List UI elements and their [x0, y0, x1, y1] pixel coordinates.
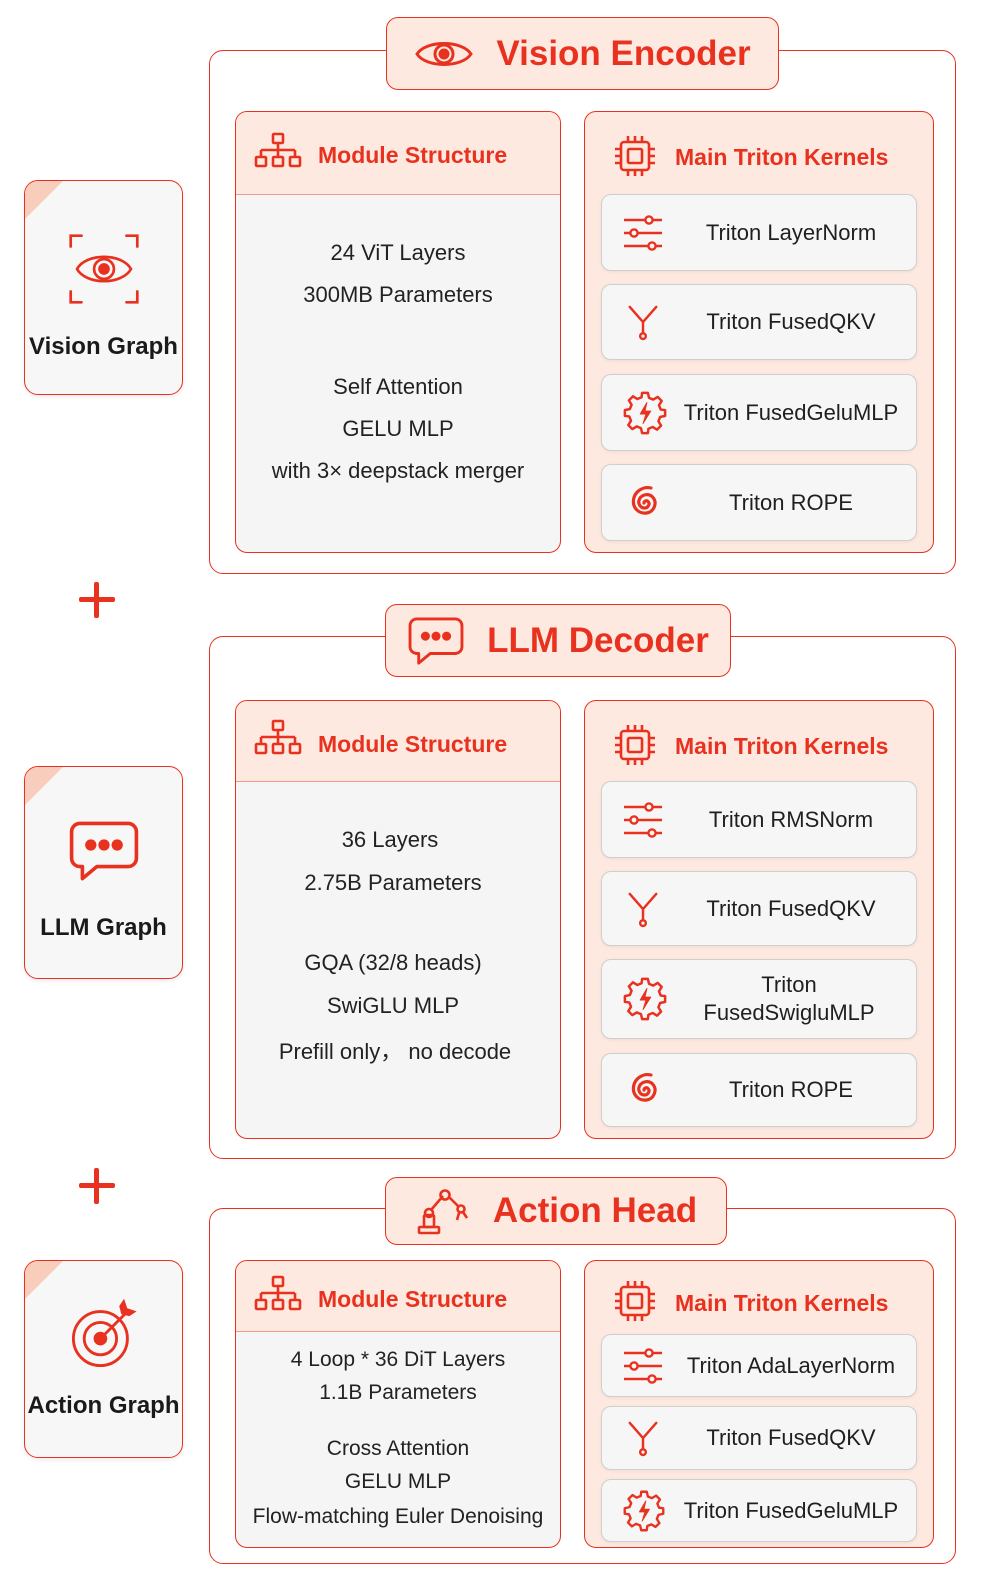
kernel-item: Triton LayerNorm — [601, 194, 917, 271]
gear-bolt-icon — [622, 1489, 666, 1533]
hierarchy-icon — [254, 130, 302, 174]
kernel-item: Triton RMSNorm — [601, 781, 917, 858]
llm-graph-label: LLM Graph — [40, 914, 167, 941]
panel-title: Main Triton Kernels — [675, 1290, 889, 1316]
module-line: Prefill only， no decode — [278, 1039, 512, 1064]
action-head-title: Action Head — [385, 1177, 727, 1245]
chat-bubble-icon — [407, 616, 465, 666]
module-structure-panel: Module Structure 24 ViT Layers 300MB Par… — [235, 111, 561, 553]
panel-title: Main Triton Kernels — [675, 144, 889, 170]
panel-header: Module Structure — [236, 1261, 560, 1332]
vision-graph-label: Vision Graph — [29, 333, 178, 360]
sliders-icon — [622, 1348, 664, 1384]
spiral-icon — [622, 1068, 666, 1112]
kernel-label: Triton AdaLayerNorm — [686, 1352, 896, 1378]
hierarchy-icon — [254, 717, 302, 761]
module-line: 4 Loop * 36 DiT Layers — [290, 1348, 506, 1371]
panel-header: Module Structure — [236, 701, 560, 782]
fork-icon — [626, 889, 660, 929]
kernel-label: Triton FusedSwigluMLP — [703, 972, 875, 1025]
kernel-label: Triton FusedQKV — [706, 1425, 876, 1450]
kernel-label: Triton FusedGeluMLP — [683, 399, 899, 425]
section-title-text: Action Head — [492, 1191, 698, 1230]
eye-scan-icon — [68, 233, 140, 305]
kernel-label: Triton FusedGeluMLP — [683, 1497, 899, 1523]
spiral-icon — [622, 481, 666, 525]
card-corner — [25, 1261, 63, 1299]
panel-header: Module Structure — [236, 112, 560, 195]
kernels-panel: Main Triton Kernels Triton LayerNorm Tri… — [584, 111, 934, 553]
card-corner — [25, 767, 63, 805]
llm-graph-card: LLM Graph — [24, 766, 183, 979]
module-line: 2.75B Parameters — [304, 870, 482, 895]
sliders-icon — [622, 802, 664, 838]
module-structure-panel: Module Structure 36 Layers 2.75B Paramet… — [235, 700, 561, 1139]
kernel-label: Triton ROPE — [729, 489, 853, 515]
module-structure-panel: Module Structure 4 Loop * 36 DiT Layers … — [235, 1260, 561, 1548]
chip-icon — [613, 723, 657, 767]
section-title-text: LLM Decoder — [487, 620, 709, 660]
module-line: SwiGLU MLP — [326, 993, 460, 1018]
chip-icon — [613, 134, 657, 178]
action-graph-label: Action Graph — [27, 1392, 180, 1419]
sliders-icon — [622, 215, 664, 251]
panel-title: Module Structure — [318, 142, 508, 168]
panel-title: Module Structure — [318, 731, 508, 757]
gear-bolt-icon — [622, 390, 668, 436]
kernel-item: Triton FusedQKV — [601, 1406, 917, 1470]
module-line: 300MB Parameters — [303, 282, 493, 307]
eye-icon — [414, 34, 474, 74]
module-line: Self Attention — [333, 374, 463, 399]
card-corner — [25, 181, 63, 219]
module-line: 1.1B Parameters — [319, 1381, 477, 1404]
kernel-label: Triton FusedQKV — [706, 309, 876, 334]
kernel-item: Triton FusedQKV — [601, 284, 917, 360]
module-line: 24 ViT Layers — [330, 240, 466, 265]
chat-bubble-icon — [68, 819, 140, 883]
kernels-panel: Main Triton Kernels Triton RMSNorm Trito… — [584, 700, 934, 1139]
action-graph-card: Action Graph — [24, 1260, 183, 1458]
module-line: GELU MLP — [344, 1470, 452, 1493]
hierarchy-icon — [254, 1273, 302, 1317]
plus-icon — [79, 582, 115, 618]
kernel-item: Triton ROPE — [601, 1053, 917, 1127]
kernel-item: Triton FusedQKV — [601, 871, 917, 946]
target-icon — [68, 1299, 140, 1371]
kernel-item: Triton ROPE — [601, 464, 917, 541]
panel-title: Main Triton Kernels — [675, 733, 889, 759]
kernel-item: Triton FusedGeluMLP — [601, 374, 917, 451]
module-line: GQA (32/8 heads) — [304, 950, 482, 975]
module-line: with 3× deepstack merger — [271, 458, 525, 483]
fork-icon — [626, 302, 660, 342]
kernel-label: Triton RMSNorm — [708, 806, 874, 832]
kernels-panel: Main Triton Kernels Triton AdaLayerNorm … — [584, 1260, 934, 1548]
kernel-label: Triton FusedQKV — [706, 895, 876, 921]
vision-graph-card: Vision Graph — [24, 180, 183, 395]
vision-encoder-title: Vision Encoder — [386, 17, 779, 90]
fork-icon — [626, 1418, 660, 1458]
module-line: GELU MLP — [342, 416, 454, 441]
kernel-item: Triton FusedSwigluMLP — [601, 959, 917, 1039]
kernel-label: Triton ROPE — [729, 1077, 853, 1102]
module-line: Flow-matching Euler Denoising — [252, 1505, 544, 1528]
module-line: Cross Attention — [326, 1437, 470, 1460]
kernel-item: Triton FusedGeluMLP — [601, 1479, 917, 1542]
robot-arm-icon — [415, 1187, 471, 1235]
module-line: 36 Layers — [341, 827, 439, 852]
plus-icon — [79, 1168, 115, 1204]
gear-bolt-icon — [622, 976, 668, 1022]
llm-decoder-title: LLM Decoder — [385, 604, 731, 677]
chip-icon — [613, 1279, 657, 1323]
kernel-item: Triton AdaLayerNorm — [601, 1334, 917, 1397]
section-title-text: Vision Encoder — [496, 33, 751, 73]
kernel-label: Triton LayerNorm — [705, 219, 877, 245]
panel-title: Module Structure — [318, 1286, 508, 1312]
